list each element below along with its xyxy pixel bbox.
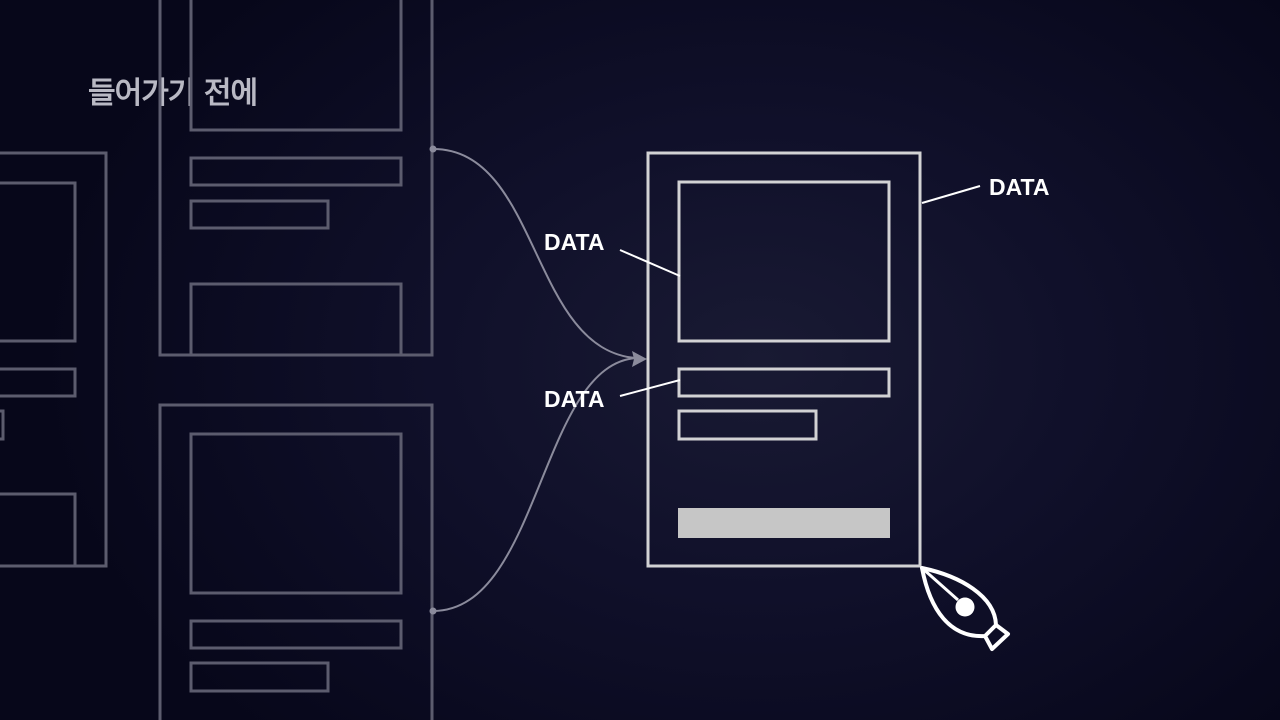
card-top-line-short bbox=[189, 199, 330, 230]
card-main-line bbox=[677, 367, 891, 398]
wireframe-card-top bbox=[158, 0, 434, 357]
card-bottom-outline bbox=[158, 403, 434, 720]
card-bottom-line bbox=[189, 619, 403, 650]
wireframe-card-bottom bbox=[158, 403, 434, 720]
pen-tool-icon bbox=[920, 566, 1010, 651]
label-outer: DATA bbox=[989, 174, 1049, 200]
page-title: 들어가기 전에 bbox=[88, 76, 258, 111]
connector-bottom bbox=[432, 357, 637, 612]
wireframe-card-left bbox=[0, 151, 108, 568]
card-main-button bbox=[678, 508, 890, 538]
leader-field bbox=[619, 379, 681, 397]
card-left-footer bbox=[0, 492, 77, 568]
label-image: DATA bbox=[544, 229, 604, 255]
card-top-line bbox=[189, 156, 403, 187]
card-main-line-short bbox=[677, 409, 818, 441]
card-left-line-short bbox=[0, 409, 5, 441]
card-main-image bbox=[677, 180, 891, 343]
connectors bbox=[429, 145, 647, 615]
card-bottom-line-short bbox=[189, 661, 330, 693]
leader-outer bbox=[921, 185, 981, 204]
card-left-image bbox=[0, 181, 77, 343]
leader-lines bbox=[619, 185, 981, 397]
arrowhead-icon bbox=[632, 351, 647, 367]
card-main-outline bbox=[646, 151, 922, 568]
card-left-outline bbox=[0, 151, 108, 568]
card-top-image bbox=[189, 0, 403, 132]
card-top-outline bbox=[158, 0, 434, 357]
card-left-line bbox=[0, 367, 77, 398]
label-field: DATA bbox=[544, 386, 604, 412]
connector-top-dot bbox=[429, 145, 437, 153]
connector-top bbox=[432, 148, 637, 359]
connector-bottom-dot bbox=[429, 607, 437, 615]
card-top-footer bbox=[189, 282, 403, 357]
leader-image bbox=[619, 249, 681, 277]
wireframe-card-main bbox=[646, 151, 922, 568]
card-bottom-image bbox=[189, 432, 403, 595]
